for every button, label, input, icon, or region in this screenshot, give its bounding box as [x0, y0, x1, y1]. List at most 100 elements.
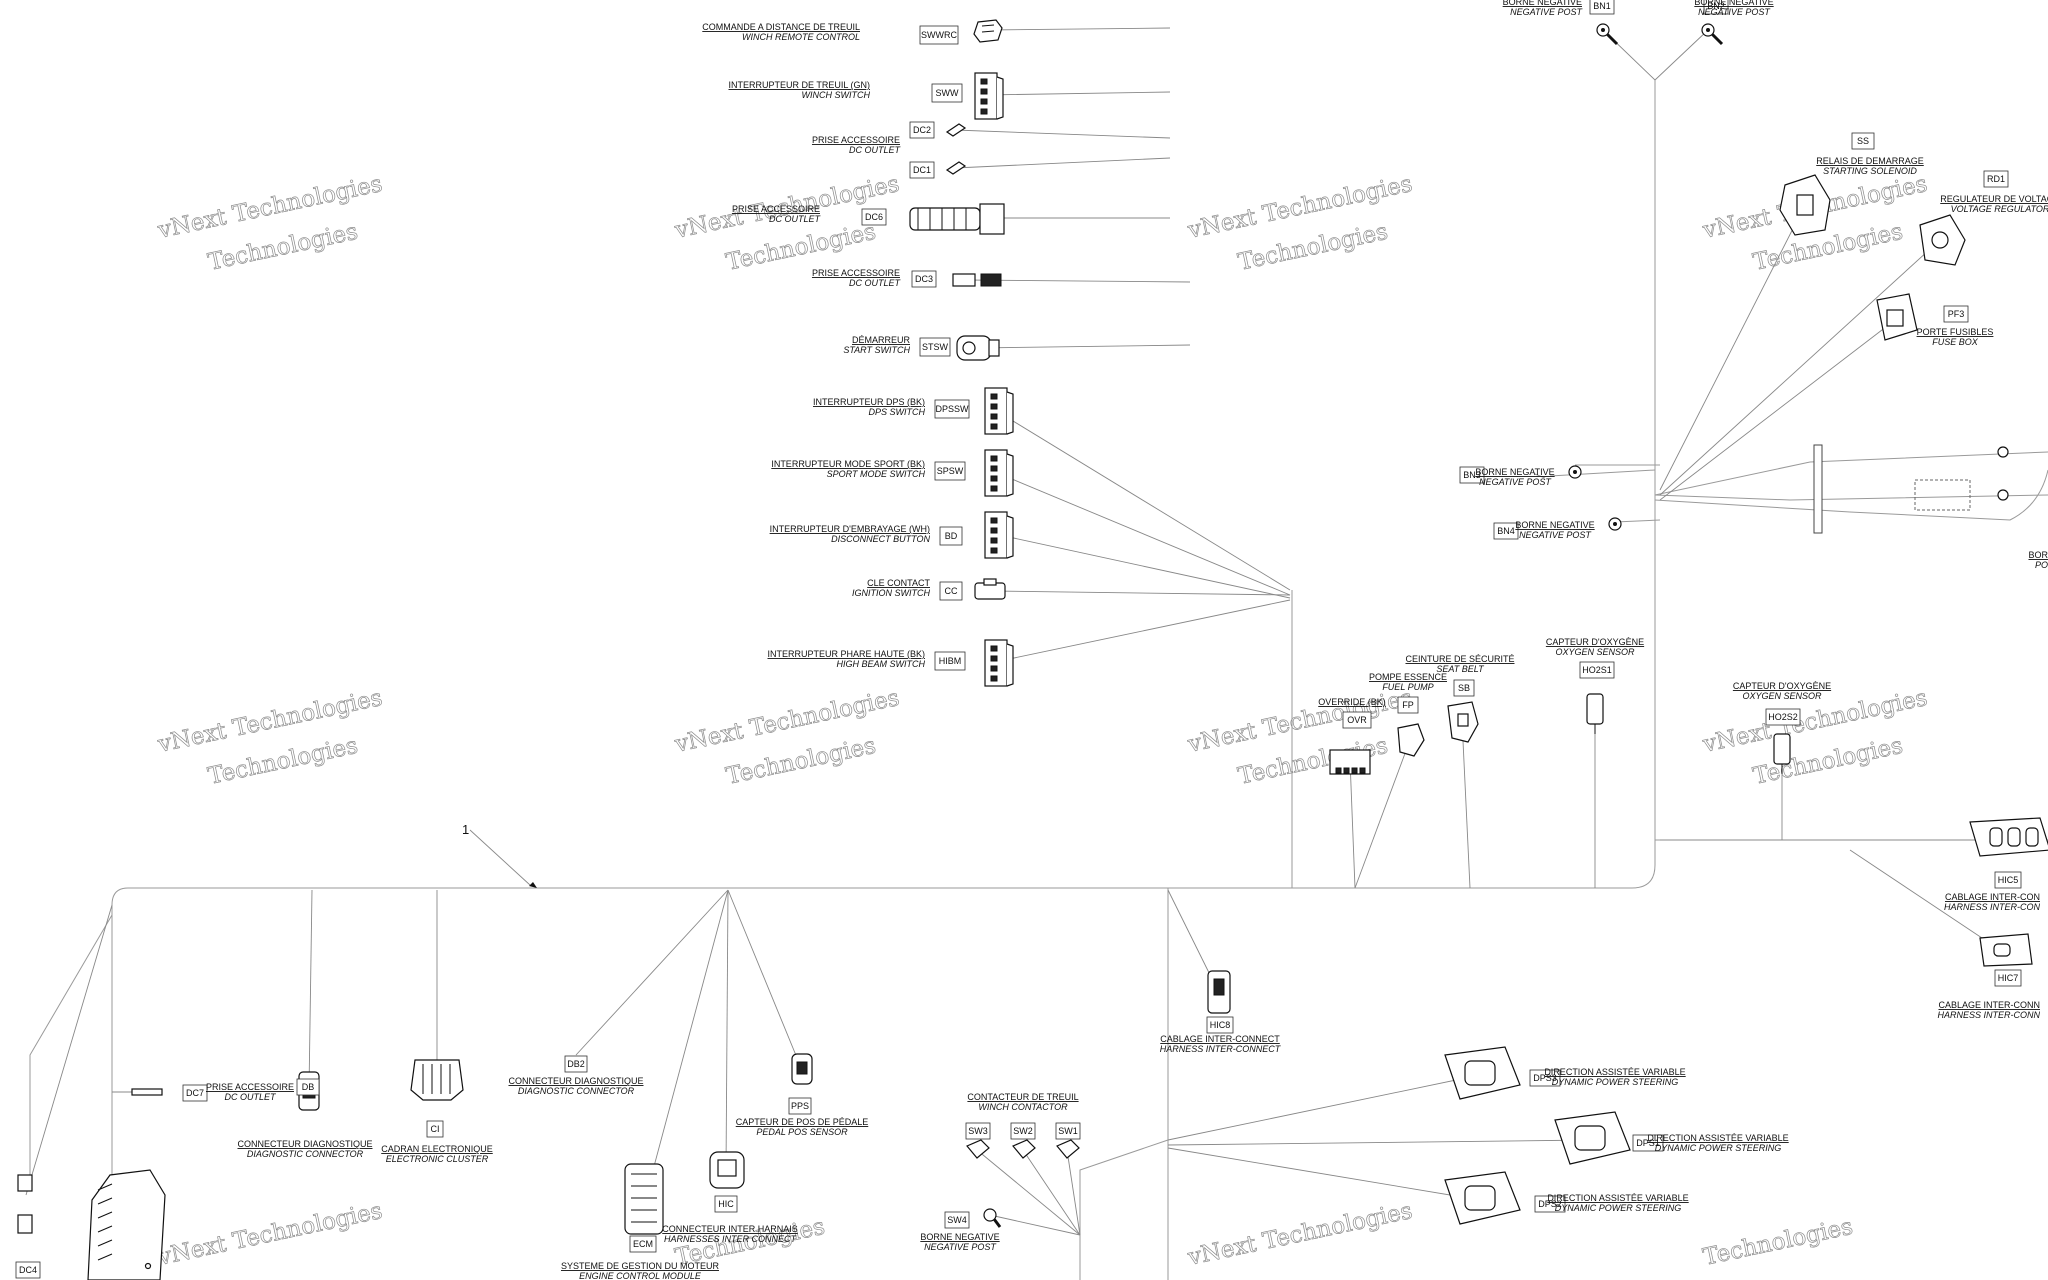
label-en: OXYGEN SENSOR — [1555, 647, 1635, 657]
label-en: DYNAMIC POWER STEERING — [1555, 1203, 1682, 1213]
wire-db — [308, 889, 313, 1091]
label-en: HARNESS INTER-CONN — [1937, 1010, 2040, 1020]
component-code: OVR — [1347, 715, 1367, 725]
component-code: HIC5 — [1998, 875, 2019, 885]
label-en: NEGATIVE POST — [1510, 7, 1583, 17]
label-en: PO — [2035, 560, 2048, 570]
label-fr: BORNE NEGATIVE — [1503, 0, 1582, 7]
connector-body — [984, 639, 1014, 687]
label-fr: CABLAGE INTER-CON — [1945, 892, 2040, 902]
component-code: BN1 — [1593, 1, 1611, 11]
wire-sb — [1461, 719, 1471, 889]
label-en: STARTING SOLENOID — [1823, 166, 1917, 176]
wire-spsw — [994, 471, 1291, 596]
component-code: SWWRC — [921, 30, 957, 40]
label-fr: COMMANDE A DISTANCE DE TREUIL — [702, 22, 860, 32]
code-box-db2 — [564, 1055, 588, 1073]
connector-body — [1329, 749, 1371, 775]
label-en: DPS SWITCH — [868, 407, 925, 417]
label-fr: CEINTURE DE SÉCURITÉ — [1405, 654, 1514, 664]
code-box-ovr — [1342, 711, 1372, 729]
code-box-hic7 — [1994, 969, 2022, 987]
code-box-hibm — [934, 651, 966, 671]
code-box-bn3 — [1459, 466, 1485, 484]
code-box-hic5 — [1994, 871, 2022, 889]
label-en: DC OUTLET — [769, 214, 822, 224]
connector-body — [1773, 733, 1791, 774]
harness-clamp — [1813, 444, 1823, 534]
wire-rd1 — [1659, 239, 1941, 496]
wire-layer — [25, 27, 2048, 1280]
code-box-dc1 — [909, 161, 935, 179]
harness-grommet — [1914, 479, 1971, 511]
wire-bn2 — [1654, 29, 1709, 81]
wire-swwrc — [987, 27, 1171, 31]
watermark-text: Technologies — [1701, 1214, 1855, 1271]
label-en: ENGINE CONTROL MODULE — [579, 1271, 702, 1280]
label-en: HARNESSES INTER CONNECT — [664, 1234, 798, 1244]
label-en: OXYGEN SENSOR — [1742, 691, 1822, 701]
label-fr: INTERRUPTEUR PHARE HAUTE (BK) — [767, 649, 925, 659]
label-fr: PRISE ACCESSOIRE — [812, 135, 900, 145]
harness-trunk — [29, 914, 113, 1180]
label-fr: CAPTEUR D'OXYGÈNE — [1546, 637, 1644, 647]
label-en: HARNESS INTER-CON — [1944, 902, 2041, 912]
connector-body — [1969, 817, 2048, 857]
label-en: DIAGNOSTIC CONNECTOR — [247, 1149, 364, 1159]
code-box-dc2 — [909, 121, 935, 139]
label-fr: DIRECTION ASSISTÉE VARIABLE — [1544, 1067, 1685, 1077]
connector-body — [974, 578, 1006, 600]
code-box-dps2 — [1534, 1195, 1566, 1213]
connector-body — [791, 1053, 813, 1085]
connector-body — [1444, 1171, 1521, 1225]
code-box-ci — [426, 1120, 444, 1138]
component-code: DC3 — [915, 274, 933, 284]
wire-hic — [725, 889, 729, 1171]
connector-body — [1444, 1046, 1521, 1100]
label-en: SPORT MODE SWITCH — [827, 469, 926, 479]
connector-body — [1596, 23, 1619, 46]
component-code: DC7 — [186, 1088, 204, 1098]
component-code: SW1 — [1058, 1126, 1078, 1136]
wire-dc1 — [954, 157, 1171, 169]
label-en: WINCH SWITCH — [802, 90, 871, 100]
component-code: DC4 — [19, 1265, 37, 1275]
wire-sww — [984, 91, 1171, 96]
component-code: CC — [945, 586, 958, 596]
code-box-ss — [1851, 132, 1875, 150]
leader-arrow — [529, 882, 537, 888]
code-box-dps3 — [1529, 1069, 1561, 1087]
component-code: PF3 — [1948, 309, 1965, 319]
component-layer — [17, 19, 2048, 1280]
label-en: VOLTAGE REGULATOR — [1951, 204, 2048, 214]
label-fr: CONNECTEUR INTER HARNAIS — [662, 1224, 798, 1234]
connector-body — [945, 161, 967, 175]
wire-dc2 — [954, 129, 1171, 139]
connector-body — [952, 273, 1002, 287]
harness-trunk — [1534, 469, 1656, 479]
component-code: BN3 — [1463, 470, 1481, 480]
connector-body — [1012, 1139, 1036, 1159]
wire-dpssw — [994, 409, 1291, 591]
watermark-text: vNext Technologies — [1185, 1198, 1415, 1271]
label-fr: CONTACTEUR DE TREUIL — [967, 1092, 1078, 1102]
component-code: DC1 — [913, 165, 931, 175]
code-box-bn4 — [1493, 522, 1519, 540]
wire-sw3 — [976, 1149, 1081, 1236]
connector-body — [973, 19, 1003, 43]
wire-pf3 — [1659, 319, 1896, 501]
ecm-housing — [87, 1169, 166, 1280]
component-code: CI — [431, 1124, 440, 1134]
code-box-rd1 — [1983, 170, 2009, 188]
code-box-bn1 — [1589, 0, 1615, 15]
label-fr: PRISE ACCESSOIRE — [206, 1082, 294, 1092]
code-box-dc3 — [911, 270, 937, 288]
component-code: BD — [945, 531, 958, 541]
label-fr: PRISE ACCESSOIRE — [732, 204, 820, 214]
component-code: RD1 — [1987, 174, 2005, 184]
wire-dps1 — [1167, 1139, 1591, 1146]
label-fr: SYSTEME DE GESTION DU MOTEUR — [561, 1261, 720, 1271]
harness-trunk — [111, 80, 1656, 1280]
component-code: DPS1 — [1636, 1138, 1660, 1148]
label-fr: CONNECTEUR DIAGNOSTIQUE — [237, 1139, 372, 1149]
